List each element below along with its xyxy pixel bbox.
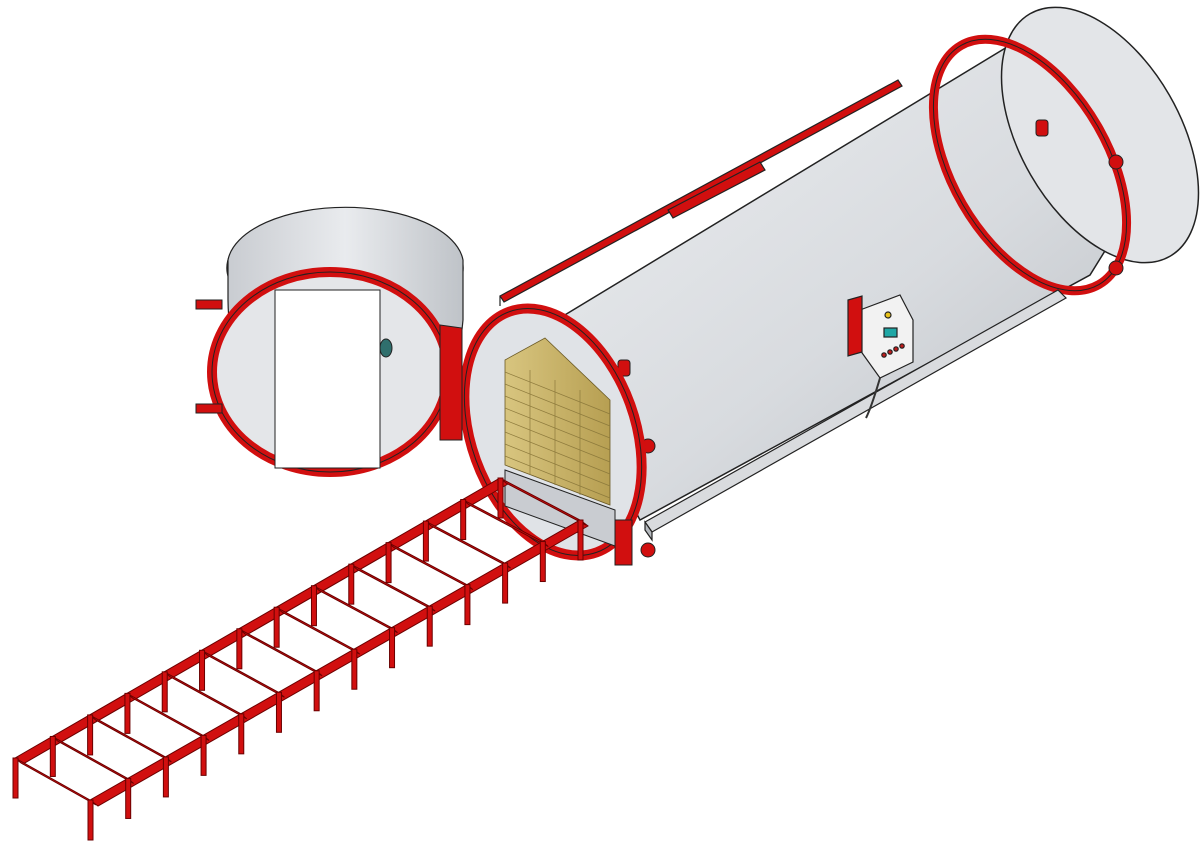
track-leg (351, 648, 358, 690)
track-leg (422, 520, 429, 562)
track-rung (350, 563, 436, 612)
track-leg (464, 584, 471, 626)
track-leg (125, 777, 132, 819)
track-leg (49, 735, 56, 777)
track-leg (348, 563, 355, 605)
side-support-rail (644, 289, 1067, 542)
track-leg (273, 606, 280, 648)
track-rung (51, 736, 135, 784)
track-leg (310, 585, 317, 627)
track-leg (539, 541, 546, 583)
track-leg (313, 670, 320, 712)
track-rung (126, 692, 210, 741)
track-rung (462, 499, 549, 547)
track-leg (238, 713, 245, 755)
track-leg (199, 649, 206, 691)
track-leg (161, 671, 168, 713)
autoclave-shell (539, 6, 1200, 522)
track-leg (12, 757, 19, 799)
track-rung (387, 542, 474, 591)
track-leg (236, 628, 243, 670)
track-rung (275, 606, 361, 655)
track-leg (497, 477, 504, 519)
track-leg (275, 691, 282, 733)
track-rungs (14, 477, 587, 806)
track-leg (200, 734, 207, 776)
track-rung (201, 649, 285, 698)
track-rung (425, 520, 511, 569)
track-leg (162, 756, 169, 798)
track-leg (426, 605, 433, 647)
track-leg (577, 519, 584, 561)
track-leg (87, 714, 94, 756)
track-legs (12, 477, 584, 841)
track-leg (385, 542, 392, 584)
door-lock-handle-icon (379, 338, 393, 358)
track-leg (87, 799, 94, 841)
track-rung (499, 477, 587, 526)
track-leg (124, 692, 131, 734)
autoclave-door (195, 206, 464, 477)
cargo-stack (504, 337, 611, 506)
cargo-lines (504, 370, 611, 499)
track-rung (238, 628, 323, 677)
track-rung (14, 757, 97, 806)
track-rung (313, 585, 398, 634)
track-leg (389, 627, 396, 669)
track-rung (163, 671, 248, 720)
track-leg (502, 562, 509, 604)
control-panel-icon (847, 294, 914, 419)
loading-track (12, 477, 589, 841)
track-rung (89, 714, 172, 763)
handwheel-icon (640, 154, 1124, 558)
track-leg (460, 499, 467, 541)
top-rail (499, 79, 903, 306)
